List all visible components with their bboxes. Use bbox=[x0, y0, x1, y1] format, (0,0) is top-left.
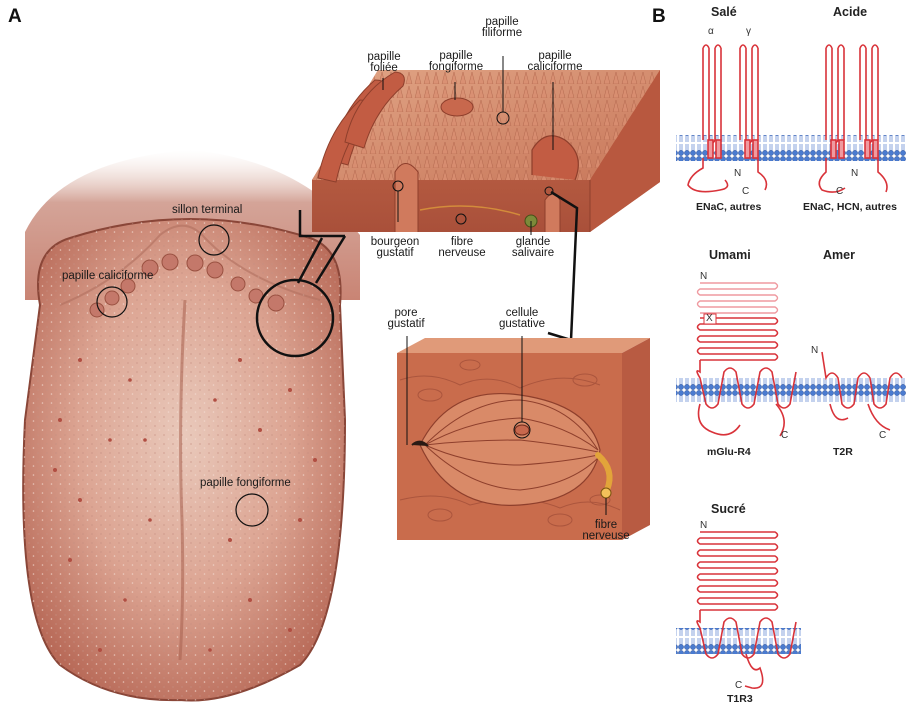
heading-acide: Acide bbox=[833, 5, 867, 19]
label-papille-caliciforme: papille caliciforme bbox=[62, 270, 153, 282]
heading-amer: Amer bbox=[823, 248, 855, 262]
taste-bud-block bbox=[397, 338, 650, 540]
acide-c-label: C bbox=[836, 186, 843, 197]
label-sillon-terminal: sillon terminal bbox=[172, 204, 242, 216]
acide-n-label: N bbox=[851, 168, 858, 179]
label-papille-fongiforme: papille fongiforme bbox=[200, 477, 291, 489]
caption-umami: mGlu-R4 bbox=[707, 446, 751, 458]
panel-a-label: A bbox=[8, 6, 22, 28]
amer-c-label: C bbox=[879, 430, 886, 441]
sucre-c-label: C bbox=[735, 680, 742, 691]
heading-sucre: Sucré bbox=[711, 502, 746, 516]
sale-c-label: C bbox=[742, 186, 749, 197]
heading-sale: Salé bbox=[711, 5, 737, 19]
caption-amer: T2R bbox=[833, 446, 853, 458]
tongue-illustration bbox=[23, 150, 360, 701]
caption-acide: ENaC, HCN, autres bbox=[803, 201, 906, 213]
receptors-diagram bbox=[676, 45, 906, 688]
amer-n-label: N bbox=[811, 345, 818, 356]
papillae-block bbox=[312, 70, 660, 232]
heading-umami: Umami bbox=[709, 248, 751, 262]
caption-sucre: T1R3 bbox=[727, 693, 753, 705]
umami-x-label: X bbox=[706, 313, 713, 324]
umami-n-label: N bbox=[700, 271, 707, 282]
caption-sale: ENaC, autres bbox=[696, 201, 761, 213]
sale-n-label: N bbox=[734, 168, 741, 179]
sucre-n-label: N bbox=[700, 520, 707, 531]
gamma-label: γ bbox=[746, 26, 751, 37]
alpha-label: α bbox=[708, 26, 714, 37]
panel-b-label: B bbox=[652, 6, 666, 28]
umami-c-label: C bbox=[781, 430, 788, 441]
